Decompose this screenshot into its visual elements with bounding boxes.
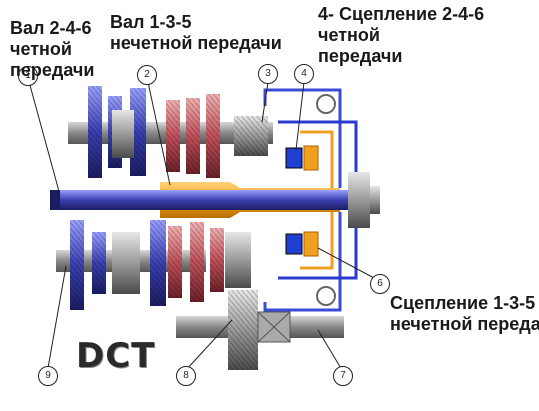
label-even-shaft-line1: Вал 2-4-6 (10, 18, 92, 38)
dual-clutch-housing (263, 88, 358, 312)
callout-2: 2 (137, 65, 157, 85)
label-even-shaft-line2: четной (10, 39, 72, 59)
leader-lines (27, 77, 375, 371)
label-odd-shaft-line1: Вал 1-3-5 (110, 12, 192, 32)
callout-3: 3 (258, 64, 278, 84)
even-inner-shaft (50, 190, 348, 210)
label-odd-clutch: Сцепление 1-3-5 нечетной передачи (390, 293, 539, 335)
odd-gear-set (166, 94, 224, 302)
label-odd-clutch-line1: Сцепление 1-3-5 (390, 293, 536, 313)
label-odd-clutch-line2: нечетной передачи (390, 314, 539, 334)
differential (176, 290, 344, 370)
callout-8: 8 (176, 366, 196, 386)
label-odd-shaft: Вал 1-3-5 нечетной передачи (110, 12, 282, 54)
label-odd-shaft-line2: нечетной передачи (110, 33, 282, 53)
callout-9: 9 (38, 366, 58, 386)
label-even-clutch-line1: 4- Сцепление 2-4-6 (318, 4, 485, 24)
label-even-shaft: Вал 2-4-6 четной передачи (10, 18, 94, 81)
synchro-set (112, 110, 268, 294)
callout-6: 6 (370, 274, 390, 294)
callout-4: 4 (294, 64, 314, 84)
label-even-shaft-line3: передачи (10, 60, 95, 80)
label-even-clutch-line2: четной (318, 25, 380, 45)
dct-title: DCT (76, 336, 156, 376)
flywheel (348, 172, 370, 228)
callout-7: 7 (333, 366, 353, 386)
callout-1: 1 (18, 66, 38, 86)
label-even-clutch: 4- Сцепление 2-4-6 четной передачи (318, 4, 484, 67)
label-even-clutch-line3: передачи (318, 46, 403, 66)
